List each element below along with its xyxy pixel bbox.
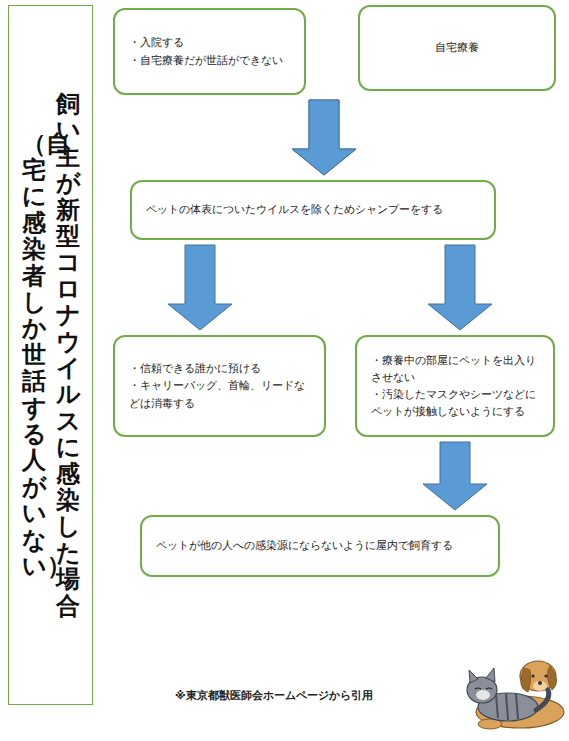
- box-text: ・入院する: [129, 34, 290, 51]
- block-arrow: [423, 442, 487, 510]
- box-text: ペットが他の人への感染源にならないように屋内で飼育する: [156, 537, 484, 554]
- process-box: ・信頼できる誰かに預ける・キャリーバッグ、首輪、リードなどは消毒する: [113, 335, 326, 437]
- process-box: ・療養中の部屋にペットを出入りさせない・汚染したマスクやシーツなどにペットが接触…: [355, 335, 555, 437]
- cat-figure: [467, 668, 549, 721]
- box-text: ・汚染したマスクやシーツなどにペットが接触しないようにする: [371, 386, 539, 420]
- box-text: ・キャリーバッグ、首輪、リードなどは消毒する: [129, 377, 310, 411]
- box-text: ・療養中の部屋にペットを出入りさせない: [371, 352, 539, 386]
- block-arrow: [168, 245, 232, 330]
- vertical-heading: 飼い主が新型コロナウイルスに感染した場合: [56, 91, 80, 619]
- source-note: ※東京都獣医師会ホームページから引用: [175, 688, 373, 703]
- box-text: ・自宅療養だが世話ができない: [129, 52, 290, 69]
- box-text: ペットの体表についたウイルスを除くためシャンプーをする: [146, 201, 480, 218]
- process-box: ペットの体表についたウイルスを除くためシャンプーをする: [130, 180, 496, 240]
- process-box: 自宅療養: [358, 5, 556, 91]
- block-arrow: [292, 100, 356, 175]
- block-arrow: [428, 245, 492, 330]
- vertical-heading: （自宅に感染者しか世話する人がいない）: [22, 131, 46, 580]
- dog-figure: [476, 661, 564, 729]
- box-text: 自宅療養: [435, 39, 479, 56]
- heading-band: 飼い主が新型コロナウイルスに感染した場合 （自宅に感染者しか世話する人がいない）: [8, 5, 93, 705]
- process-box: ペットが他の人への感染源にならないように屋内で飼育する: [140, 515, 500, 577]
- block-arrow: [292, 100, 356, 175]
- box-text: ・信頼できる誰かに預ける: [129, 360, 310, 377]
- process-box: ・入院する・自宅療養だが世話ができない: [113, 8, 306, 95]
